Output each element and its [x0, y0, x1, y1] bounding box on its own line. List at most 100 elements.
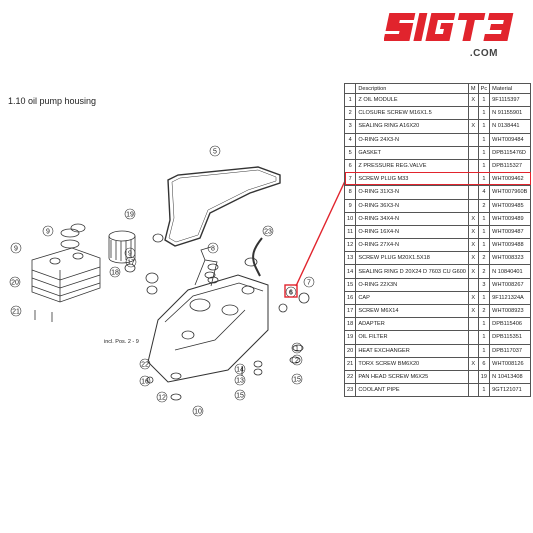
- m-cell: [467, 343, 479, 358]
- material-cell: WHT008323: [489, 251, 531, 266]
- description-cell: O-RING 31X3-N: [355, 185, 469, 200]
- part-number-cell: 10: [343, 211, 357, 226]
- quantity-cell: 19: [477, 369, 491, 385]
- header-description: Description: [355, 83, 469, 94]
- svg-text:10: 10: [194, 409, 202, 416]
- coolant-pipe-part: [252, 237, 263, 277]
- part-number-cell: 2: [343, 106, 357, 121]
- description-cell: O-RING 27X4-N: [355, 238, 469, 253]
- quantity-cell: 1: [477, 145, 491, 160]
- part-number-cell: 6: [343, 158, 357, 174]
- m-cell: X: [467, 224, 479, 240]
- material-cell: WHT009484: [489, 132, 531, 147]
- brand-logo[interactable]: .COM: [384, 10, 516, 59]
- part-number-cell: 9: [343, 198, 357, 213]
- quantity-cell: 1: [477, 330, 491, 345]
- svg-text:6: 6: [289, 290, 293, 297]
- material-cell: WHT008267: [489, 277, 531, 292]
- svg-text:19: 19: [126, 212, 134, 219]
- svg-text:9: 9: [46, 229, 50, 236]
- oil-filter-part: [108, 230, 164, 264]
- svg-text:5: 5: [213, 149, 217, 156]
- description-cell: ADAPTER: [355, 317, 469, 332]
- svg-text:16: 16: [141, 379, 149, 386]
- material-cell: WHT007960B: [489, 185, 531, 200]
- material-cell: 9F1115397: [489, 92, 531, 108]
- description-cell: OIL FILTER: [355, 330, 469, 345]
- material-cell: DPB115351: [489, 330, 531, 345]
- quantity-cell: 1: [477, 158, 491, 174]
- m-cell: X: [467, 264, 479, 279]
- material-cell: WHT009489: [489, 211, 531, 226]
- material-cell: WHT008126: [489, 356, 531, 371]
- description-cell: O-RING 34X4-N: [355, 211, 469, 226]
- description-cell: O-RING 16X4-N: [355, 224, 469, 240]
- m-cell: [467, 185, 479, 200]
- m-cell: [467, 198, 479, 213]
- part-number-cell: 22: [343, 369, 357, 385]
- part-number-cell: 15: [343, 277, 357, 292]
- quantity-cell: 3: [477, 277, 491, 292]
- part-number-cell: 18: [343, 317, 357, 332]
- material-cell: WHT009485: [489, 198, 531, 213]
- svg-text:17: 17: [127, 260, 135, 267]
- svg-text:15: 15: [236, 393, 244, 400]
- m-cell: X: [467, 119, 479, 134]
- m-cell: X: [467, 356, 479, 371]
- table-header-row: Description M Pc Material: [343, 83, 531, 94]
- header-qty: Pc: [477, 83, 491, 94]
- material-cell: 9GT121071: [489, 383, 531, 398]
- m-cell: X: [467, 92, 479, 108]
- brand-domain: .COM: [469, 48, 498, 59]
- m-cell: X: [467, 251, 479, 266]
- svg-text:20: 20: [11, 280, 19, 287]
- quantity-cell: 1: [477, 238, 491, 253]
- part-number-cell: 19: [343, 330, 357, 345]
- material-cell: WHT009487: [489, 224, 531, 240]
- svg-text:21: 21: [12, 309, 20, 316]
- part-number-cell: 20: [343, 343, 357, 358]
- description-cell: Z PRESSURE REG.VALVE: [355, 158, 469, 174]
- m-cell: [467, 132, 479, 147]
- m-cell: [467, 330, 479, 345]
- m-cell: [467, 106, 479, 121]
- part-number-cell: 8: [343, 185, 357, 200]
- description-cell: SEALING RING A16X20: [355, 119, 469, 134]
- quantity-cell: 1: [477, 224, 491, 240]
- description-cell: CAP: [355, 290, 469, 306]
- material-cell: WHT009488: [489, 238, 531, 253]
- quantity-cell: 1: [477, 92, 491, 108]
- material-cell: N 10413408: [489, 369, 531, 385]
- part-number-cell: 12: [343, 238, 357, 253]
- svg-text:7: 7: [307, 280, 311, 287]
- section-title: 1.10 oil pump housing: [8, 96, 97, 106]
- description-cell: SCREW PLUG M20X1.5X18: [355, 251, 469, 266]
- description-cell: O-RING 22X3N: [355, 277, 469, 292]
- svg-text:15: 15: [293, 377, 301, 384]
- description-cell: COOLANT PIPE: [355, 383, 469, 398]
